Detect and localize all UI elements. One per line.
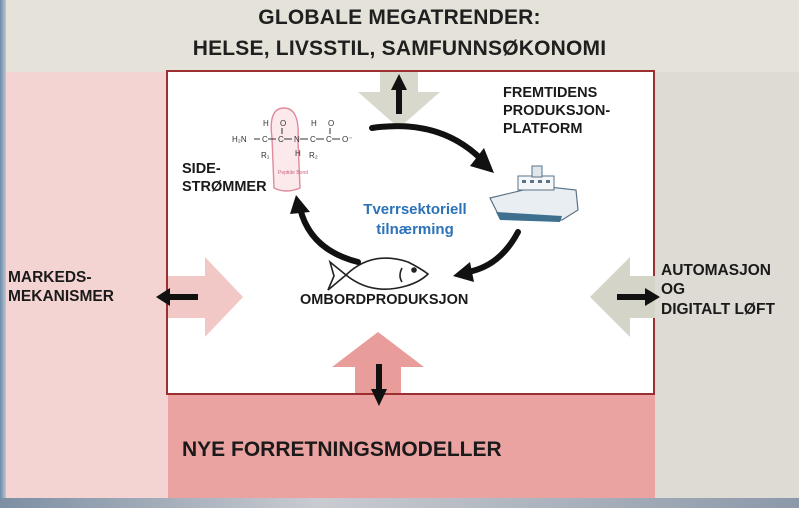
peptide-bond-label: Peptide Bond	[278, 170, 308, 176]
platform-label-line: PRODUKSJON-	[503, 103, 611, 120]
sidestreams-label: SIDE- STRØMMER	[182, 160, 267, 196]
left-block-arrow	[168, 257, 243, 337]
svg-text:C: C	[326, 135, 332, 144]
market-mechanisms-line: MEKANISMER	[8, 288, 114, 306]
automation-label-line: OG	[661, 281, 686, 299]
svg-text:R₂: R₂	[309, 151, 318, 160]
svg-text:H: H	[263, 119, 269, 128]
automation-zone	[655, 72, 799, 500]
svg-text:C: C	[310, 135, 316, 144]
platform-label-line: PLATFORM	[503, 121, 583, 138]
cycle-arrowheads	[290, 148, 494, 282]
svg-text:H: H	[295, 149, 301, 158]
svg-text:C: C	[278, 135, 284, 144]
market-zone	[0, 72, 168, 500]
automation-label: AUTOMASJON OG DIGITALT LØFT	[661, 261, 775, 319]
peptide-molecule: H₂N C C N C C O⁻ O O H H H R₁ R₂ Peptide…	[232, 107, 352, 192]
market-mechanisms-line: MARKEDS-	[8, 269, 92, 286]
platform-label-line: FREMTIDENS	[503, 85, 598, 101]
platform-label: FREMTIDENS PRODUKSJON- PLATFORM	[503, 84, 610, 138]
megatrend-zone	[0, 0, 799, 72]
automation-label-line: DIGITALT LØFT	[661, 300, 775, 318]
svg-text:O⁻: O⁻	[342, 135, 352, 144]
cycle-arrows	[297, 123, 521, 275]
svg-text:N: N	[294, 135, 300, 144]
svg-text:R₁: R₁	[261, 151, 270, 160]
footer-strip	[0, 498, 799, 508]
business-models-label: NYE FORRETNINGSMODELLER	[182, 438, 502, 461]
svg-text:O: O	[280, 119, 286, 128]
cross-sector-label-line: tilnærming	[376, 220, 454, 238]
svg-text:O: O	[328, 119, 334, 128]
cross-sector-label-line: Tverrsektoriell	[363, 201, 467, 218]
market-mechanisms-label: MARKEDS- MEKANISMER	[8, 268, 114, 307]
left-edge-decoration	[0, 0, 6, 508]
onboard-production-label: OMBORDPRODUKSJON	[300, 292, 469, 308]
fish-icon	[327, 257, 430, 291]
sidestreams-label-line: SIDE-	[182, 161, 221, 177]
cross-sector-label: Tverrsektoriell tilnærming	[340, 200, 490, 239]
svg-text:H: H	[311, 119, 317, 128]
svg-text:C: C	[262, 135, 268, 144]
title-line-1: GLOBALE MEGATRENDER:	[258, 6, 541, 29]
title-line-2: HELSE, LIVSSTIL, SAMFUNNSØKONOMI	[192, 37, 607, 60]
sidestreams-label-line: STRØMMER	[182, 179, 267, 196]
bottom-block-arrow	[332, 332, 424, 393]
business-model-zone	[168, 393, 655, 500]
ship-icon	[489, 165, 579, 222]
svg-text:H₂N: H₂N	[232, 135, 247, 144]
automation-label-line: AUTOMASJON	[661, 262, 771, 279]
thin-arrows	[156, 74, 660, 406]
